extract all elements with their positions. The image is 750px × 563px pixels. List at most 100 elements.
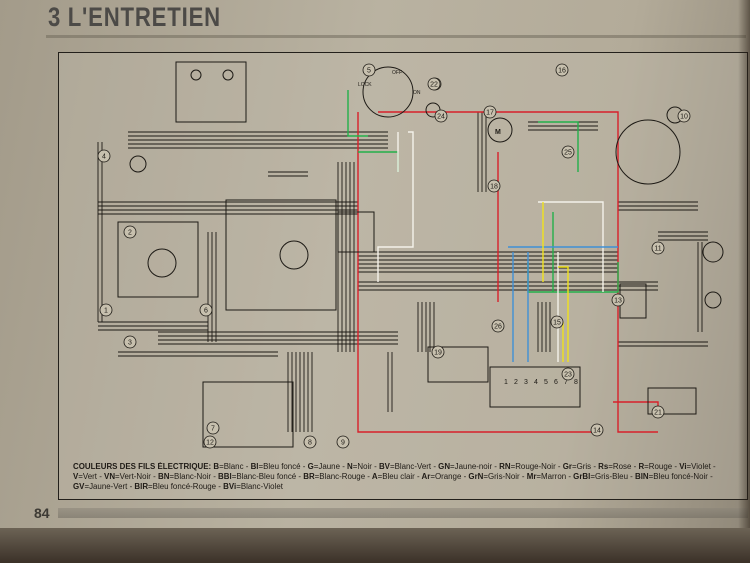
callout-number: 7 — [211, 426, 215, 433]
legend-label: =Bleu clair - — [377, 472, 420, 482]
legend-entry: BlR=Bleu foncé-Rouge - — [132, 482, 221, 491]
legend-entry: G=Jaune - — [305, 462, 345, 471]
callout-circle — [491, 319, 505, 333]
lamp-right — [702, 241, 724, 263]
legend-entry: GN=Jaune-noir - — [436, 462, 497, 471]
legend-code: VN — [101, 472, 116, 482]
legend-code: BBl — [215, 472, 232, 482]
speedo — [279, 240, 309, 270]
motor — [487, 117, 513, 143]
legend-label: =Marron - — [536, 472, 571, 482]
callout-circle — [651, 241, 665, 255]
legend-code: RN — [496, 462, 511, 471]
switch-cluster-bottom — [202, 381, 294, 448]
chapter-title: L'ENTRETIEN — [67, 2, 221, 32]
connector-pin-number: 6 — [554, 379, 558, 386]
horn-box — [337, 211, 375, 253]
legend-code: Ar — [419, 472, 431, 482]
legend-entry: Rs=Rose - — [596, 462, 636, 471]
legend-label: =Gris-Bleu - — [590, 472, 633, 482]
callout-circle — [555, 63, 569, 77]
legend-code: BR — [301, 472, 315, 482]
wire-yellow — [542, 202, 569, 362]
legend-code: Mr — [524, 472, 537, 482]
legend-entry: GrBl=Gris-Bleu - — [571, 472, 633, 481]
callout-number: 18 — [490, 184, 498, 191]
alternator — [615, 119, 681, 185]
callout-number: 17 — [486, 110, 494, 117]
legend-code: Bl — [248, 462, 259, 471]
callout-circle — [199, 303, 213, 317]
page-bottom-shadow — [0, 528, 750, 563]
footer-rule — [58, 508, 748, 518]
callout-number: 8 — [308, 440, 312, 447]
tail-light — [704, 291, 722, 309]
legend-code: Rs — [595, 462, 609, 471]
legend-label: =Blanc-Vert - — [389, 462, 436, 471]
legend-code: GN — [435, 462, 451, 471]
callout-circle — [431, 345, 445, 359]
callout-number: 3 — [128, 340, 132, 347]
legend-entry: BlN=Bleu foncé-Noir - — [633, 472, 713, 481]
legend-label: =Blanc-Noir - — [169, 472, 216, 482]
legend-entry: Mr=Marron - — [525, 472, 571, 481]
legend-label: =Blanc-Bleu foncé - — [231, 472, 302, 482]
callout-circle — [206, 421, 220, 435]
legend-title: COULEURS DES FILS ÉLECTRIQUE: — [73, 462, 212, 471]
motor-label: M — [495, 129, 501, 136]
connector-pin-number: 4 — [534, 379, 538, 386]
legend-code: R — [636, 462, 645, 471]
diagram-frame — [58, 52, 748, 500]
legend-code: BlN — [632, 472, 649, 482]
callout-circle — [362, 63, 376, 77]
callout-circle — [611, 293, 625, 307]
legend-code: BN — [155, 472, 170, 482]
regulator — [427, 346, 489, 383]
legend-entries: B=Blanc - Bl=Bleu foncé - G=Jaune - N=No… — [73, 462, 716, 491]
fuse-gauge-left — [190, 69, 202, 81]
legend-code: Vi — [676, 462, 687, 471]
legend-label: =Violet - — [686, 462, 716, 471]
legend-entry: BV=Blanc-Vert - — [377, 462, 436, 471]
chapter-number: 3 — [48, 2, 62, 32]
callout-number: 13 — [614, 298, 622, 305]
legend-code: BVi — [220, 482, 237, 492]
callout-number: 10 — [680, 114, 688, 121]
legend-entry: R=Rouge - — [636, 462, 677, 471]
callout-circle — [123, 335, 137, 349]
wire-green — [347, 90, 619, 293]
switch-on-label: ON — [413, 90, 421, 96]
relay-box-left — [117, 221, 199, 298]
legend-label: =Vert - — [78, 472, 102, 482]
battery — [647, 387, 697, 415]
legend-code: N — [344, 462, 353, 471]
callout-circle — [651, 405, 665, 419]
wire-white — [377, 131, 604, 362]
callout-number: 11 — [654, 246, 661, 253]
header-band — [46, 35, 746, 38]
wire-color-legend: COULEURS DES FILS ÉLECTRIQUE: B=Blanc - … — [73, 462, 734, 493]
wire-red — [357, 111, 659, 433]
legend-entry: B=Blanc - — [213, 462, 248, 471]
callout-number: 2 — [128, 230, 132, 237]
callout-circle — [590, 423, 604, 437]
callout-number: 19 — [434, 350, 442, 357]
callout-circle — [203, 435, 217, 449]
ignition-switch — [362, 66, 414, 118]
callout-circle — [677, 109, 691, 123]
legend-label: =Gris - — [571, 462, 596, 471]
control-unit — [225, 199, 337, 311]
page-number: 84 — [34, 505, 50, 521]
callout-circle — [561, 367, 575, 381]
legend-entry: Gr=Gris - — [561, 462, 596, 471]
page-curl-shadow — [738, 0, 750, 563]
legend-entry: Vi=Violet - — [676, 462, 716, 471]
callout-circle — [303, 435, 317, 449]
legend-entry: V=Vert - — [73, 472, 102, 481]
callout-circle — [97, 149, 111, 163]
legend-label: =Bleu foncé - — [258, 462, 306, 471]
legend-code: BlR — [132, 482, 149, 492]
legend-label: =Blanc-Rouge - — [314, 472, 370, 482]
fuse-gauge-right — [222, 69, 234, 81]
